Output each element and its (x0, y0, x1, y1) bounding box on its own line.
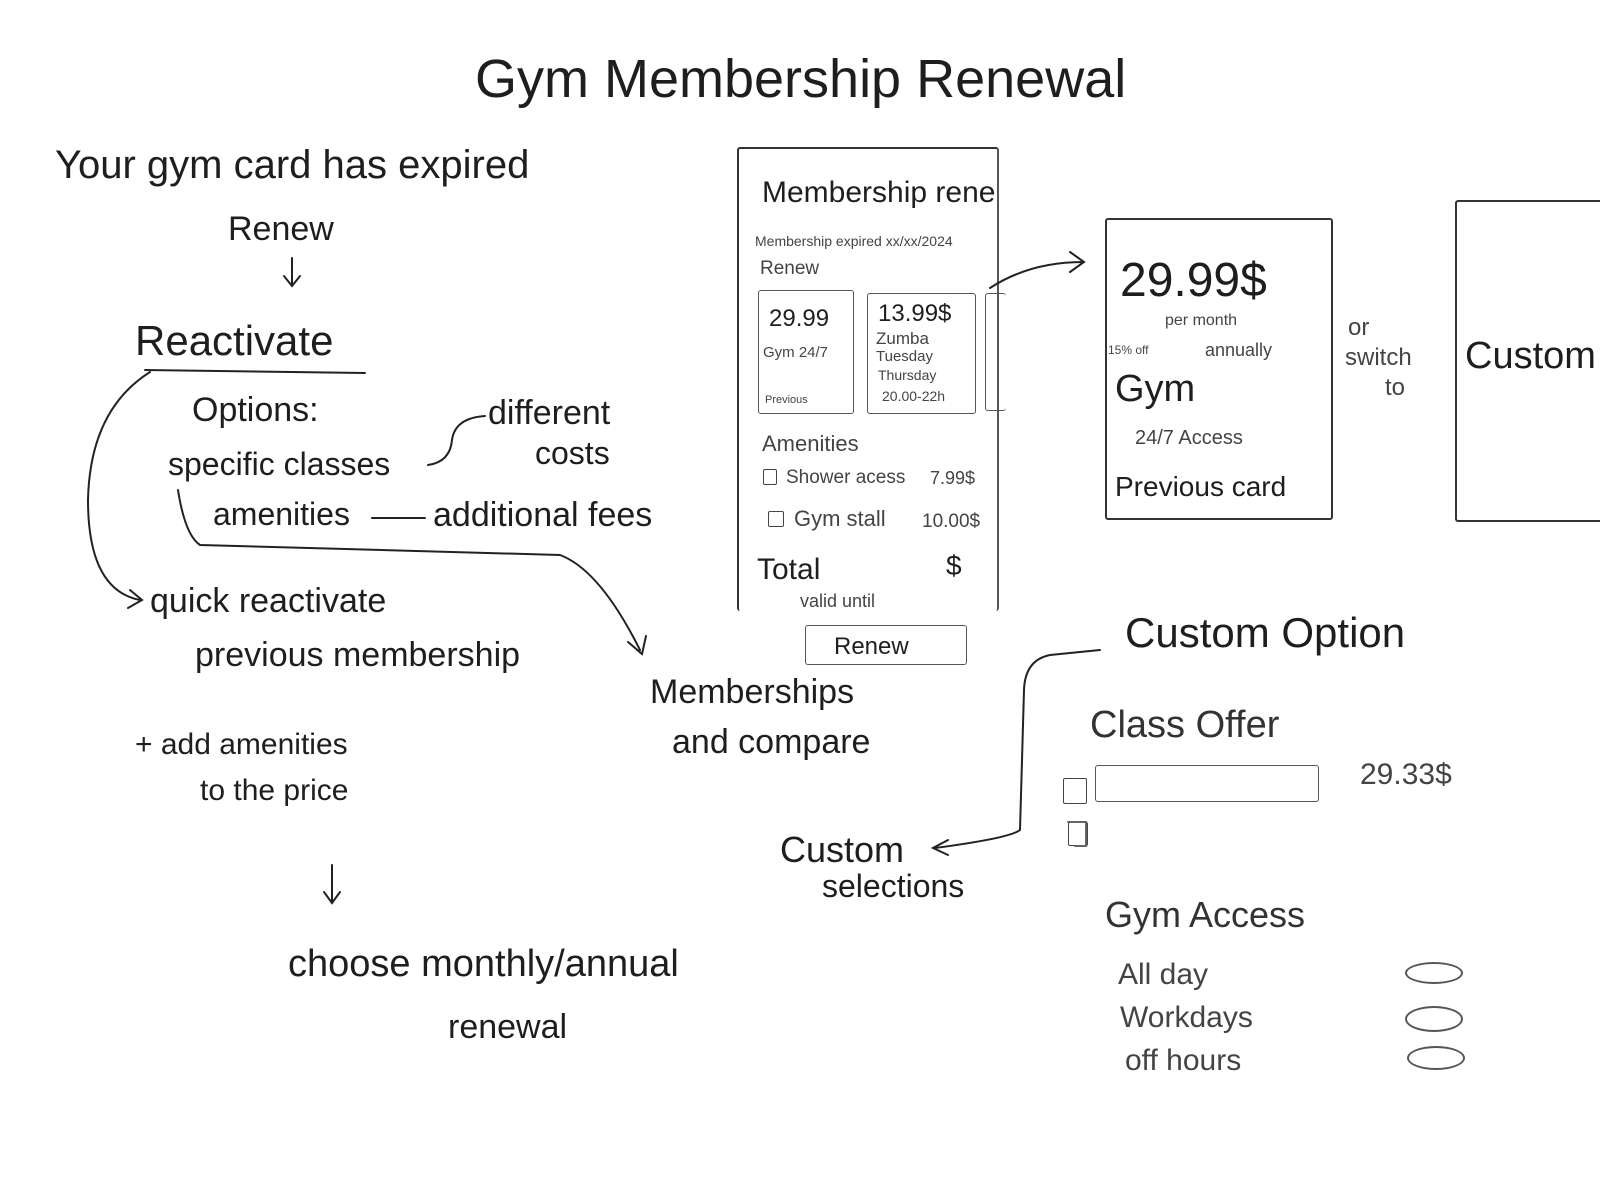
detail-per-month: per month (1165, 312, 1238, 329)
reactivate-heading: Reactivate (135, 317, 334, 364)
plan-name: Gym 24/7 (763, 344, 829, 361)
custom-card-label: Custom (1465, 335, 1596, 377)
to-the-price: to the price (200, 774, 349, 807)
previous-membership: previous membership (195, 636, 521, 674)
renew-note: Renew (228, 210, 334, 248)
access-workdays: Workdays (1120, 1001, 1253, 1034)
detail-discount: 15% off (1108, 343, 1149, 357)
expired-note: Your gym card has expired (55, 143, 530, 187)
radio-off-hours[interactable] (1407, 1046, 1465, 1070)
reactivate-underline (144, 369, 366, 374)
choose-renewal: choose monthly/annual (288, 943, 679, 985)
mockup-expired-text: Membership expired xx/xx/2024 (755, 233, 953, 249)
renew-button[interactable]: Renew (805, 625, 967, 665)
and-compare: and compare (672, 723, 871, 761)
to-label: to (1385, 374, 1406, 401)
class-select-field[interactable] (1095, 765, 1319, 802)
plan-price: 29.99 (769, 305, 830, 332)
arrow-down-icon (283, 257, 301, 288)
or-label: or (1348, 314, 1370, 341)
options-label: Options: (192, 391, 319, 429)
plan-name: Zumba (876, 329, 929, 348)
membership-renew-mockup (737, 147, 999, 611)
shower-label: Shower acess (786, 467, 906, 488)
gym-stall-checkbox[interactable] (768, 511, 784, 527)
detail-annually: annually (1205, 340, 1273, 360)
shower-checkbox[interactable] (763, 469, 777, 485)
radio-all-day[interactable] (1405, 962, 1463, 984)
class-offer-title: Class Offer (1090, 704, 1280, 746)
plan-day: Tuesday (876, 348, 933, 365)
add-amenities: + add amenities (135, 728, 348, 761)
mockup-renew-label: Renew (760, 258, 820, 279)
amenities-title: Amenities (762, 431, 859, 456)
mockup-title: Membership renew (762, 178, 995, 208)
detail-name: Gym (1115, 368, 1196, 410)
costs-label: costs (535, 435, 610, 471)
plan-price: 13.99$ (878, 300, 952, 327)
selections-label: selections (822, 868, 965, 904)
plan-card-zumba[interactable]: 13.99$ Zumba Tuesday Thursday 20.00-22h (867, 293, 976, 414)
detail-access: 24/7 Access (1135, 427, 1243, 449)
custom-label: Custom (780, 829, 905, 870)
gym-stall-price: 10.00$ (922, 511, 981, 532)
plan-card-gym[interactable]: 29.99 Gym 24/7 Previous (758, 290, 854, 414)
quick-reactivate: quick reactivate (150, 582, 387, 620)
total-value: $ (946, 550, 962, 581)
detail-price: 29.99$ (1120, 254, 1267, 307)
shower-price: 7.99$ (930, 468, 976, 488)
page-title: Gym Membership Renewal (475, 49, 1127, 109)
renewal-label: renewal (448, 1008, 568, 1046)
valid-until: valid until (800, 591, 876, 611)
arrow-down-icon (323, 864, 341, 905)
mockup-to-card-arrow (989, 251, 1086, 289)
class-checkbox[interactable] (1063, 778, 1087, 804)
access-all-day: All day (1118, 958, 1209, 991)
gym-access-title: Gym Access (1105, 894, 1306, 935)
additional-fees: additional fees (433, 496, 653, 534)
plan-time: 20.00-22h (882, 388, 946, 404)
specific-classes: specific classes (168, 446, 391, 482)
plan-day: Thursday (878, 367, 937, 383)
memberships-label: Memberships (650, 673, 855, 711)
costs-brace (427, 415, 486, 466)
plan-card-partial[interactable] (985, 293, 1006, 411)
switch-label: switch (1345, 344, 1412, 371)
renew-button-label: Renew (834, 633, 909, 660)
amenities-label: amenities (213, 496, 350, 532)
access-off-hours: off hours (1125, 1044, 1242, 1077)
plan-tag: Previous (765, 394, 808, 406)
class-price: 29.33$ (1360, 758, 1452, 791)
gym-stall-label: Gym stall (794, 506, 886, 531)
custom-option-title: Custom Option (1125, 609, 1406, 656)
different-label: different (488, 394, 611, 432)
class-checkbox-2[interactable] (1068, 822, 1088, 846)
previous-card-detail[interactable] (1105, 218, 1333, 520)
radio-workdays[interactable] (1405, 1006, 1463, 1032)
total-label: Total (757, 553, 821, 586)
detail-tag: Previous card (1115, 471, 1287, 502)
custom-card-partial[interactable]: Custom (1455, 200, 1600, 522)
quick-arrow (86, 371, 151, 609)
